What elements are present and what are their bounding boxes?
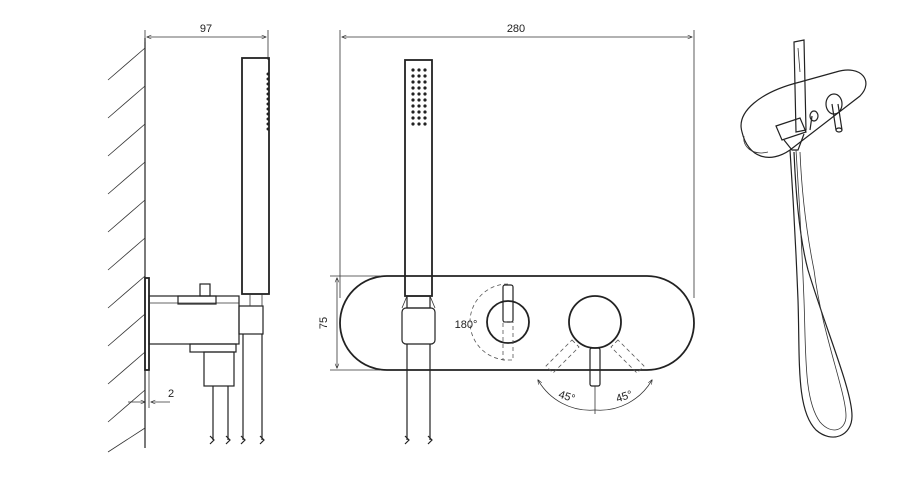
angle-arc-right <box>594 380 652 411</box>
gap-dimension-label: 2 <box>168 388 174 400</box>
valve-block-side <box>203 351 235 387</box>
mixer-knob <box>568 295 622 349</box>
diverter-lever <box>502 284 514 323</box>
hand-shower-perspective <box>793 39 807 133</box>
angle-right-label: 45° <box>615 389 635 406</box>
wall-plate-side <box>144 277 150 371</box>
diverter-knob <box>486 300 530 344</box>
rotation-arc <box>469 283 509 361</box>
angle-arc-left <box>538 380 596 411</box>
hand-shower-side <box>241 57 270 295</box>
width-dimension-label: 280 <box>507 23 525 35</box>
height-dimension-label: 75 <box>318 317 330 329</box>
hose-perspective <box>789 149 853 438</box>
shower-holder-front <box>401 307 436 345</box>
angle-left-label: 45° <box>557 389 577 406</box>
front-view: 280 75 <box>318 23 695 445</box>
spray-nozzles-front <box>411 68 427 126</box>
spray-nozzles-side <box>266 72 270 131</box>
perspective-view <box>740 39 867 438</box>
mixer-lever <box>589 347 601 387</box>
depth-dimension-label: 97 <box>200 23 212 35</box>
wall-plate-perspective <box>740 69 867 158</box>
wall-hatching <box>107 47 146 453</box>
wall-plate-front <box>339 275 695 371</box>
rotation-label: 180° <box>455 319 478 331</box>
side-view: 97 2 <box>107 23 270 453</box>
